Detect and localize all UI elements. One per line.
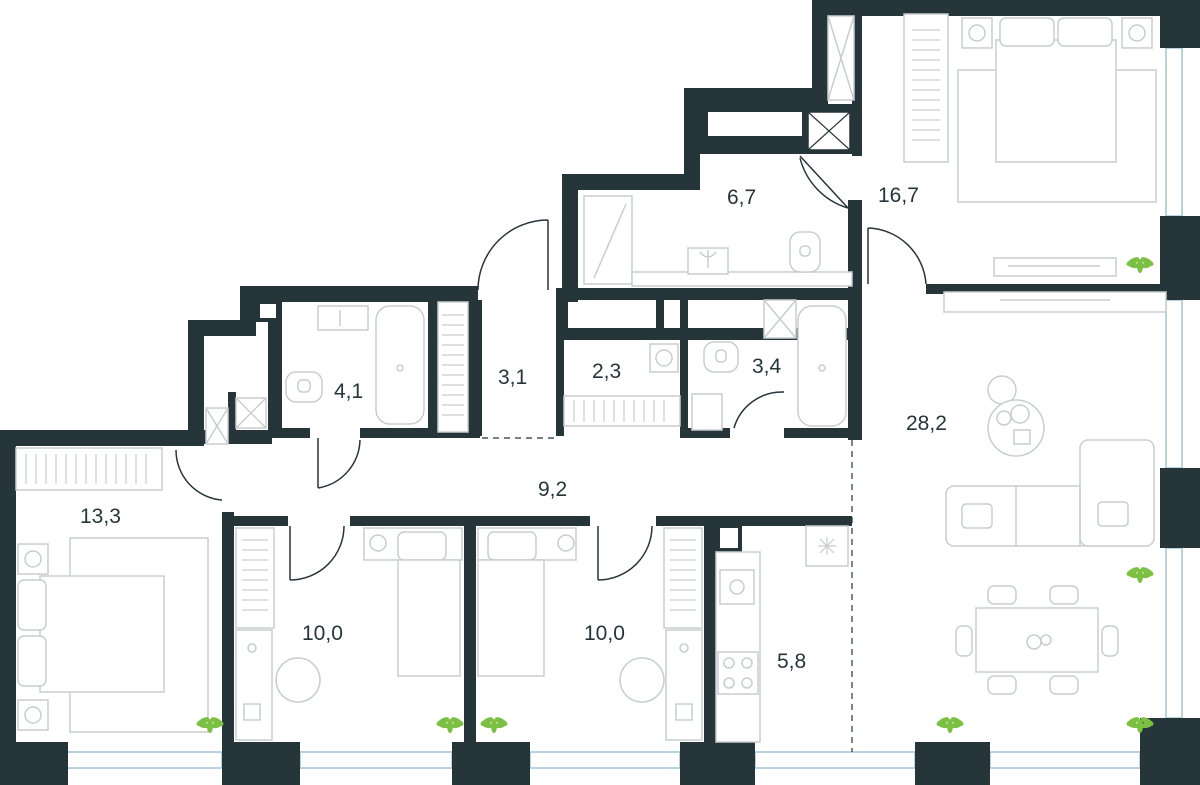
window-living-right-1 <box>1165 299 1183 469</box>
room-area-small-bathroom: 3,4 <box>752 355 782 378</box>
room-area-master-bedroom: 16,7 <box>878 184 919 207</box>
room-area-kitchen: 5,8 <box>777 650 807 673</box>
window-bedroom-left <box>65 751 223 769</box>
window-kids-1 <box>299 751 453 769</box>
room-area-kids-room-1: 10,0 <box>302 622 343 645</box>
window-kids-2 <box>529 751 681 769</box>
room-area-living-kitchen: 28,2 <box>906 412 947 435</box>
window-living-bottom <box>989 751 1141 769</box>
window-kitchen <box>754 751 916 769</box>
room-area-corridor: 3,1 <box>498 366 528 389</box>
fixtures <box>15 13 1167 743</box>
room-area-kids-room-2: 10,0 <box>584 622 625 645</box>
room-area-hall: 9,2 <box>538 478 568 501</box>
room-area-top-bathroom: 6,7 <box>727 186 757 209</box>
room-area-left-bedroom: 13,3 <box>80 505 121 528</box>
room-area-laundry: 2,3 <box>592 360 622 383</box>
room-area-left-bathroom: 4,1 <box>334 380 364 403</box>
plants <box>196 257 1154 733</box>
window-living-right-2 <box>1165 547 1183 719</box>
doors <box>175 155 927 752</box>
window-bedroom-master <box>1165 47 1183 217</box>
